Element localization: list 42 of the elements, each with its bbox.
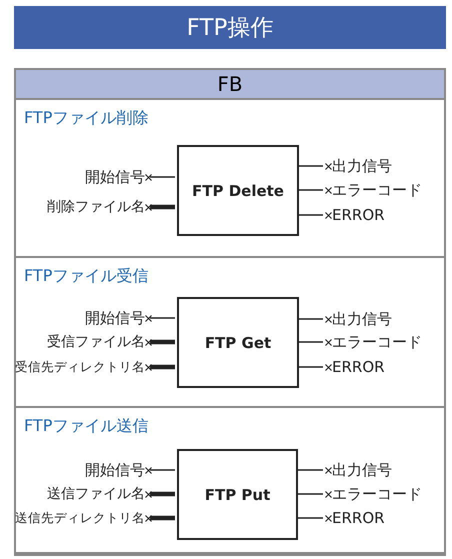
pin-label: 受信ファイル名 [47, 333, 145, 351]
signal-line [150, 469, 175, 471]
title-banner: FTP操作 [14, 6, 446, 49]
signal-line [150, 364, 175, 370]
signal-line [150, 317, 175, 319]
signal-line [297, 318, 323, 320]
signal-line [297, 214, 323, 216]
header-band: FB [14, 68, 446, 100]
signal-line [150, 492, 175, 496]
signal-line [150, 204, 175, 210]
signal-line [150, 340, 175, 344]
pin-label: 開始信号 [85, 168, 145, 186]
function-block: FTP Delete [177, 145, 299, 236]
pin-label: ERROR [332, 509, 385, 527]
signal-line [297, 165, 323, 167]
pin-label: 受信先ディレクトリ名 [15, 358, 145, 376]
signal-line [150, 516, 175, 520]
section-heading: FTPファイル受信 [24, 266, 148, 287]
pin-label: 出力信号 [332, 156, 392, 176]
signal-line [150, 176, 175, 178]
signal-line [297, 189, 323, 191]
signal-line [296, 493, 323, 495]
pin-label: 削除ファイル名 [47, 198, 145, 216]
section-heading: FTPファイル送信 [24, 416, 148, 437]
signal-line [297, 341, 323, 343]
pin-label: 開始信号 [85, 460, 145, 480]
pin-label: 送信先ディレクトリ名 [15, 510, 145, 526]
function-block: FTP Get [177, 297, 299, 388]
pin-label: 出力信号 [332, 310, 392, 328]
pin-label: 送信ファイル名 [47, 485, 145, 503]
section-heading: FTPファイル削除 [24, 108, 148, 129]
signal-line [297, 366, 323, 368]
pin-label: 開始信号 [85, 308, 145, 328]
function-block: FTP Put [177, 449, 298, 540]
pin-label: ERROR [332, 206, 385, 224]
signal-line [296, 517, 323, 519]
pin-label: エラーコード [332, 180, 422, 200]
signal-line [296, 469, 323, 471]
pin-label: ERROR [332, 358, 385, 376]
pin-label: エラーコード [332, 484, 422, 504]
pin-label: 出力信号 [332, 460, 392, 480]
pin-label: エラーコード [332, 332, 422, 352]
